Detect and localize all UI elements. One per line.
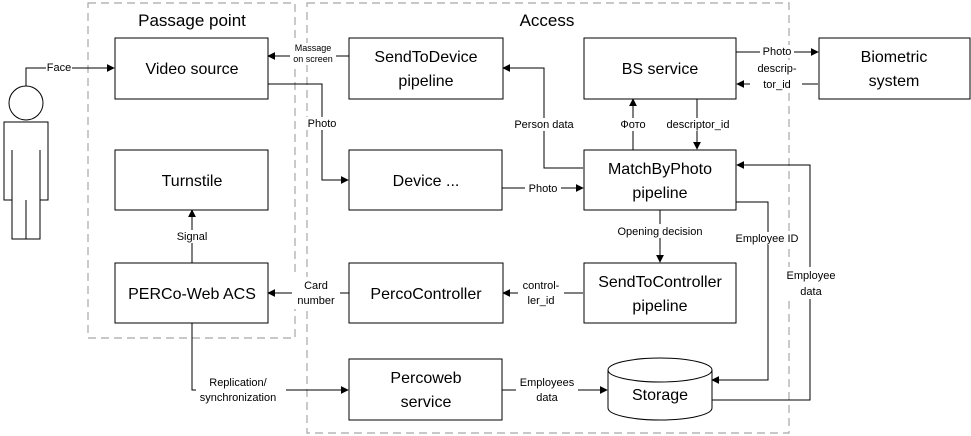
storage-label: Storage (632, 387, 688, 404)
descriptor-id-label: descriptor_id (667, 119, 730, 131)
foto-label: Фото (620, 119, 645, 131)
send-to-device-label-2: pipeline (398, 73, 453, 90)
biometric-system-label-1: Biometric (861, 49, 928, 66)
passage-point-group: Passage point (87, 2, 296, 339)
send-to-controller-node: SendToController pipeline (583, 262, 737, 324)
edge-labels: Face Massage on screen Photo Photo Perso… (46, 43, 838, 406)
employees-data-label-1: Employees (520, 377, 575, 389)
passage-point-title: Passage point (138, 11, 246, 30)
edge-employee-id (711, 201, 769, 384)
video-source-label: Video source (145, 61, 238, 78)
replication-label-1: Replication/ (209, 377, 267, 389)
perco-web-acs-label: PERCo-Web ACS (128, 286, 256, 303)
access-title: Access (520, 11, 575, 30)
turnstile-label: Turnstile (162, 173, 223, 190)
percoweb-service-label-2: service (401, 394, 452, 411)
photo-bs-bio-label: Photo (763, 46, 792, 58)
controller-id-label-2: ler_id (528, 295, 555, 307)
match-by-photo-label-2: pipeline (632, 185, 687, 202)
employee-data-label-2: data (800, 286, 822, 298)
device-node: Device ... (348, 149, 503, 211)
person-data-label: Person data (514, 119, 574, 131)
bs-service-node: BS service (583, 37, 737, 100)
photo-device-match-label: Photo (529, 183, 558, 195)
edge-photo-video-device (268, 83, 349, 184)
bs-service-label: BS service (622, 61, 699, 78)
card-number-label-2: number (297, 295, 335, 307)
match-by-photo-node: MatchByPhoto pipeline (583, 149, 737, 211)
biometric-system-node: Biometric system (818, 37, 971, 100)
employee-data-label-1: Employee (787, 270, 836, 282)
photo-video-device-label: Photo (308, 118, 337, 130)
employee-id-label: Employee ID (736, 233, 799, 245)
descriptor-bio-label-1: descrip- (757, 63, 796, 75)
signal-label: Signal (177, 231, 208, 243)
descriptor-bio-label-2: tor_id (763, 79, 791, 91)
face-label: Face (47, 62, 71, 74)
massage-label-1: Massage (295, 43, 332, 53)
storage-node: Storage (607, 357, 713, 421)
send-to-device-node: SendToDevice pipeline (348, 37, 504, 100)
employees-data-label-2: data (536, 392, 558, 404)
percoweb-service-label-1: Percoweb (390, 370, 461, 387)
perco-controller-label: PercoController (370, 286, 482, 303)
percoweb-service-node: Percoweb service (348, 358, 503, 421)
turnstile-node: Turnstile (114, 149, 269, 211)
card-number-label-1: Card (304, 280, 328, 292)
device-label: Device ... (393, 173, 460, 190)
edge-face (25, 64, 115, 86)
send-to-controller-label-2: pipeline (632, 298, 687, 315)
perco-web-acs-node: PERCo-Web ACS (114, 262, 269, 324)
send-to-controller-label-1: SendToController (598, 274, 722, 291)
perco-controller-node: PercoController (348, 262, 504, 324)
controller-id-label-1: control- (523, 280, 560, 292)
video-source-node: Video source (114, 37, 269, 100)
edge-replication (191, 323, 349, 394)
match-by-photo-label-1: MatchByPhoto (608, 161, 712, 178)
opening-decision-label: Opening decision (617, 226, 702, 238)
massage-label-2: on screen (293, 54, 333, 64)
access-group: Access (306, 2, 790, 434)
send-to-device-label-1: SendToDevice (374, 49, 477, 66)
replication-label-2: synchronization (200, 392, 276, 404)
person-icon (3, 85, 49, 240)
biometric-system-label-2: system (869, 73, 920, 90)
